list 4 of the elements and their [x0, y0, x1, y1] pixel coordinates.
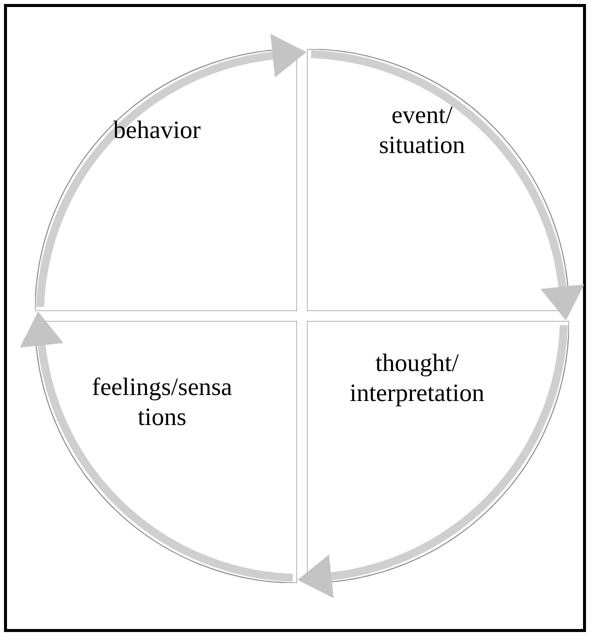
segment-label: feelings/sensa tions	[90, 373, 234, 433]
segment-label: behavior	[113, 116, 201, 146]
segment-label: thought/ interpretation	[348, 349, 486, 409]
segment-label: event/ situation	[378, 101, 466, 161]
